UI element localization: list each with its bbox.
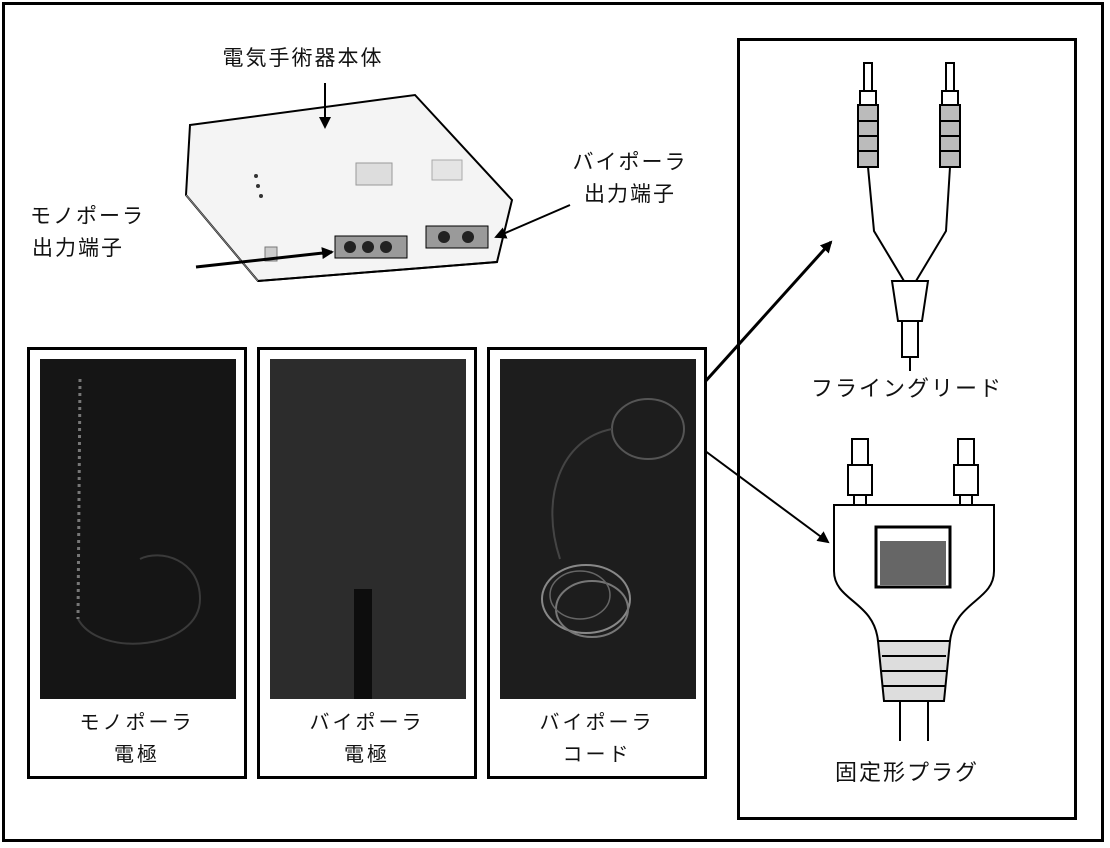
mono-terminal-label: モノポーラ 出力端子 [30,200,145,264]
photo-card-bipolar-cord: バイポーラ コード [487,347,707,779]
bipolar-terminal-label: バイポーラ 出力端子 [562,146,698,210]
flying-lead-label: フライングリード [810,377,1003,402]
arrow-to-bipolar-terminal [494,204,571,239]
flying-lead-drawing [857,62,961,371]
connector-panel: フライングリード 固定形プラグ [737,38,1077,820]
fixed-plug-label: 固定形プラグ [834,761,979,786]
arrow-to-fixed-plug [684,435,830,544]
caption-line1: バイポーラ [309,710,425,734]
monopolar-electrode-photo [40,359,236,699]
bipolar-terminal-label-line1: バイポーラ [572,150,688,174]
bipolar-electrode-image [270,359,466,699]
monopolar-electrode-image [40,359,236,699]
caption-line1: モノポーラ [79,710,195,734]
caption-line2: 電極 [114,742,160,766]
bipolar-electrode-caption: バイポーラ 電極 [260,706,474,770]
main-unit-label: 電気手術器本体 [222,46,384,70]
arrow-to-flying-lead [683,240,833,406]
bipolar-cord-image [500,359,696,699]
mono-terminal-label-line2: 出力端子 [32,236,124,260]
connector-illustrations [833,62,995,741]
bipolar-electrode-photo [270,359,466,699]
caption-line2: コード [562,742,632,766]
photo-card-monopolar-electrode: モノポーラ 電極 [27,347,247,779]
caption-line2: 電極 [344,742,390,766]
arrow-to-mono-terminal [195,247,334,269]
mono-terminal-label-line1: モノポーラ [30,204,145,228]
monopolar-electrode-caption: モノポーラ 電極 [30,706,244,770]
fixed-plug-drawing [833,438,995,741]
bipolar-cord-photo [500,359,696,699]
photo-card-bipolar-electrode: バイポーラ 電極 [257,347,477,779]
bipolar-cord-caption: バイポーラ コード [490,706,704,770]
bipolar-terminal-label-line2: 出力端子 [584,182,676,206]
caption-line1: バイポーラ [539,710,655,734]
